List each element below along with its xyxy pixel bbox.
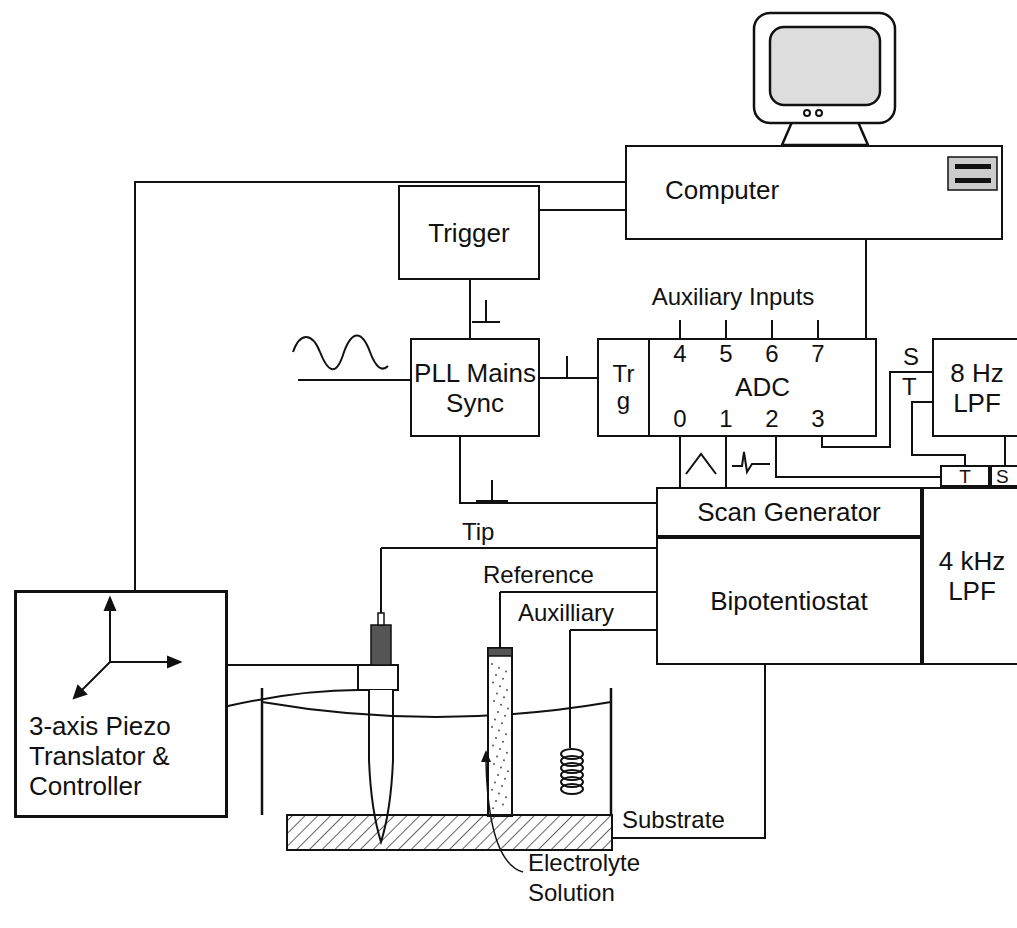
substrate-wire — [612, 665, 765, 838]
channel-number: 6 — [765, 340, 778, 368]
leader-line — [486, 760, 523, 872]
box-label: S — [996, 467, 1009, 486]
annotation-label: Substrate — [622, 806, 725, 834]
channel-number: 5 — [719, 340, 732, 368]
monitor-icon — [754, 13, 895, 145]
mains-wire — [298, 379, 410, 381]
channel-number: 0 — [673, 405, 686, 433]
box-label: Computer — [665, 175, 779, 205]
box-label: T — [959, 467, 971, 486]
box-label: ADC — [650, 372, 875, 402]
signal-wire — [1005, 437, 1006, 465]
annotation-label: S — [903, 343, 919, 371]
signal-wire — [776, 437, 940, 477]
bipotentiostat-box: Bipotentiostat — [656, 537, 922, 665]
adc-box: TrgADC — [597, 338, 877, 437]
box-label: Trg — [599, 340, 650, 435]
signal-wire — [726, 437, 727, 487]
substrate — [287, 815, 612, 850]
box-label: 3-axis Piezo Translator & Controller — [29, 711, 217, 801]
annotation-label: Electrolyte Solution — [528, 848, 658, 908]
signal-wire — [540, 378, 597, 379]
channel-number: 7 — [811, 340, 824, 368]
beaker — [262, 688, 611, 815]
signal-box: T — [940, 465, 990, 487]
signal-wire — [680, 437, 681, 487]
input-tick — [680, 320, 818, 338]
annotation-label: T — [902, 373, 917, 401]
tip-holder — [371, 625, 391, 665]
scan-generator-box: Scan Generator — [656, 487, 922, 537]
annotation-label: Reference — [483, 561, 594, 589]
axes-symbol — [74, 598, 180, 698]
pll-box: PLL Mains Sync — [410, 338, 540, 437]
channel-number: 2 — [765, 405, 778, 433]
sine-wave — [293, 336, 388, 370]
signal-wire — [540, 210, 625, 211]
box-label: Trigger — [428, 218, 509, 248]
box-label: PLL Mains Sync — [412, 358, 538, 418]
channel-number: 3 — [811, 405, 824, 433]
computer-box: Computer — [625, 145, 1003, 240]
drive-icon — [948, 157, 997, 190]
pulse-symbol — [472, 300, 770, 501]
annotation-label: Auxilliary — [518, 599, 614, 627]
box-label: 4 kHz LPF — [924, 546, 1017, 606]
box-label: Bipotentiostat — [710, 586, 868, 616]
annotation-label: Tip — [462, 518, 494, 546]
signal-wire — [135, 182, 625, 590]
piezo-controller-box: 3-axis Piezo Translator & Controller — [14, 590, 228, 818]
lowpass-filter-box: 8 Hz LPF — [932, 338, 1017, 437]
signal-wire — [460, 437, 656, 503]
channel-number: 1 — [719, 405, 732, 433]
signal-wire — [470, 280, 471, 338]
box-label: 8 Hz LPF — [934, 358, 1017, 418]
signal-wire — [866, 240, 867, 338]
channel-number: 4 — [673, 340, 686, 368]
liquid-surface — [262, 702, 611, 717]
lowpass-filter-box: 4 kHz LPF — [922, 487, 1017, 665]
box-label: Scan Generator — [697, 497, 881, 527]
annotation-label: Auxiliary Inputs — [652, 283, 815, 311]
trigger-box: Trigger — [398, 185, 540, 280]
auxiliary-coil — [561, 749, 583, 794]
signal-box: S — [990, 465, 1017, 487]
reference-electrode — [488, 648, 512, 816]
